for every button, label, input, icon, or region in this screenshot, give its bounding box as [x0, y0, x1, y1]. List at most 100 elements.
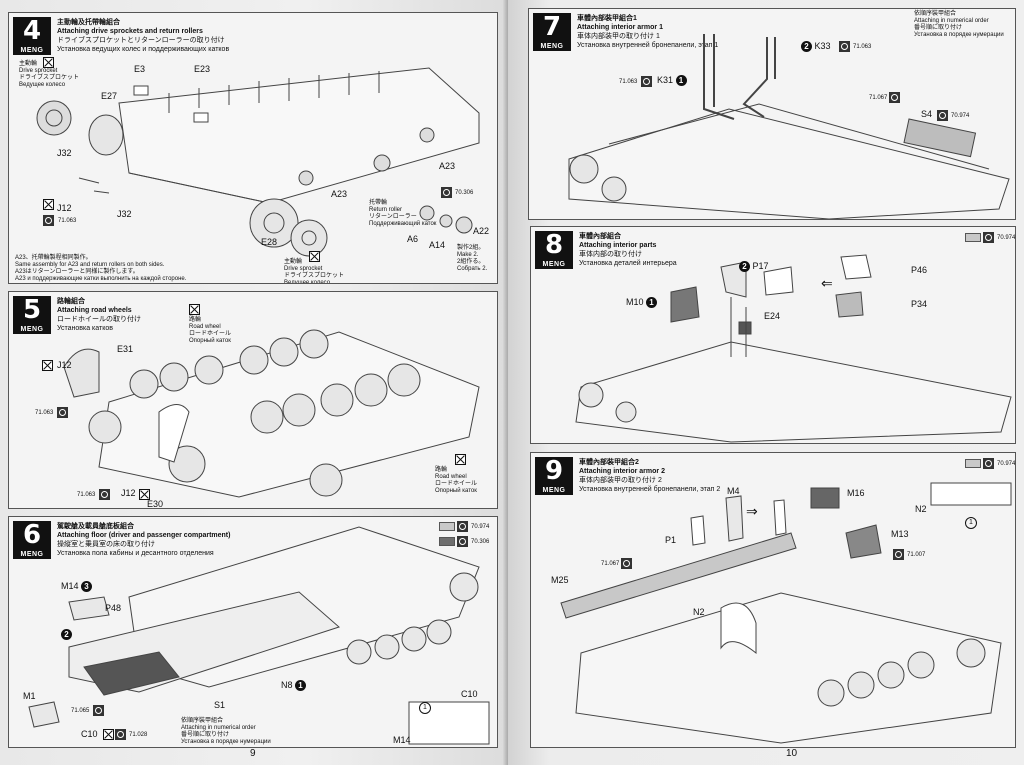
- part-label: 2 K33: [801, 41, 831, 53]
- part-label: J12: [57, 360, 72, 370]
- paint-code: 70.974: [997, 235, 1016, 241]
- part-label: A23: [331, 189, 348, 199]
- paint-icon: [983, 232, 994, 243]
- cut-icon: [43, 199, 54, 210]
- part-label: M16: [847, 488, 865, 498]
- part-label: J32: [117, 209, 132, 219]
- part-label: M10 1: [626, 297, 658, 309]
- part-label: P1: [665, 535, 677, 545]
- paint-icon: [641, 76, 652, 87]
- part-label: M13: [891, 529, 909, 539]
- step-5-drawing: [63, 329, 480, 498]
- paint-code: 70.974: [951, 113, 970, 119]
- part-label: A23: [439, 161, 456, 171]
- note-make-2: 製作2組。Make 2.2組作る。Собрать 2.: [457, 245, 488, 272]
- paint-code: 71.063: [35, 410, 54, 416]
- paint-code: 71.063: [853, 44, 872, 50]
- cut-icon: [103, 729, 114, 740]
- part-label: N8 1: [281, 680, 307, 692]
- step-title: 駕駛艙及載員艙底板組合 Attaching floor (driver and …: [57, 523, 231, 557]
- paint-code: 71.028: [129, 732, 148, 738]
- paint-icon: [983, 458, 994, 469]
- part-label: N2: [915, 504, 927, 514]
- paint-icon: [839, 41, 850, 52]
- part-label: E31: [117, 344, 134, 354]
- paint-code: 71.007: [907, 552, 926, 558]
- page-number: 10: [786, 748, 798, 759]
- paint-icon: [57, 407, 68, 418]
- step-title: 車體內部組合 Attaching interior parts 車体内部の取り付…: [579, 233, 677, 267]
- cut-icon: [43, 57, 54, 68]
- part-label: M14 3: [61, 581, 93, 593]
- step-8-drawing: [575, 254, 1012, 443]
- paint-code: 71.065: [71, 708, 90, 714]
- part-label: P34: [911, 299, 928, 309]
- paint-code: 71.063: [619, 79, 638, 85]
- part-label: E3: [134, 64, 146, 74]
- paint-icon: [893, 549, 904, 560]
- step-marker: 2: [61, 629, 72, 641]
- arrow-icon: ⇒: [746, 503, 758, 519]
- part-label: A22: [473, 226, 490, 236]
- arrow-icon: ⇐: [821, 275, 833, 291]
- part-label: M4: [727, 486, 740, 496]
- paint-icon: [43, 215, 54, 226]
- paint-icon: [889, 92, 900, 103]
- paint-icon: [115, 729, 126, 740]
- paint-icon: [457, 536, 468, 547]
- part-label: N2: [693, 607, 705, 617]
- paint-swatch-light: [965, 459, 981, 468]
- step-9-drawing: [560, 482, 1012, 744]
- part-label: J32: [57, 148, 72, 158]
- paint-icon: [99, 489, 110, 500]
- part-label: E27: [101, 91, 118, 101]
- part-label: A14: [429, 240, 446, 250]
- paint-icon: [93, 705, 104, 716]
- part-label: P48: [105, 603, 122, 613]
- part-label: M14: [393, 735, 411, 745]
- paint-code: 71.063: [77, 492, 96, 498]
- footnote: A23、托帶輪製程相同製作。Same assembly for A23 and …: [15, 255, 187, 282]
- part-label: M25: [551, 575, 569, 585]
- paint-icon: [441, 187, 452, 198]
- part-label: 2 P17: [739, 261, 769, 273]
- part-label: E23: [194, 64, 211, 74]
- part-label: K31 1: [657, 75, 687, 87]
- step-4-drawing: [36, 67, 480, 257]
- part-label: P46: [911, 265, 928, 275]
- part-label: E24: [764, 311, 781, 321]
- cut-icon: [455, 454, 466, 465]
- part-label: E30: [147, 499, 164, 509]
- step-title: 路輪組合 Attaching road wheels ロードホイールの取り付け …: [57, 298, 141, 332]
- paint-icon: [457, 521, 468, 532]
- step-title: 主動輪及托帶輪組合 Attaching drive sprockets and …: [57, 19, 230, 53]
- part-label: C10: [81, 729, 98, 739]
- paint-code: 70.306: [455, 190, 474, 196]
- paint-swatch-dark: [439, 537, 455, 546]
- step-title: 車體內部裝甲組合2 Attaching interior armor 2 車体内…: [579, 459, 721, 493]
- step-marker: 1: [419, 702, 431, 714]
- paint-code: 70.974: [997, 461, 1016, 467]
- part-label: A6: [407, 234, 419, 244]
- part-label: J12: [121, 488, 136, 498]
- paint-icon: [621, 558, 632, 569]
- part-label: S4: [921, 109, 933, 119]
- paint-code: 71.067: [601, 561, 620, 567]
- step-6-drawing: [28, 526, 490, 745]
- paint-code: 71.063: [58, 218, 77, 224]
